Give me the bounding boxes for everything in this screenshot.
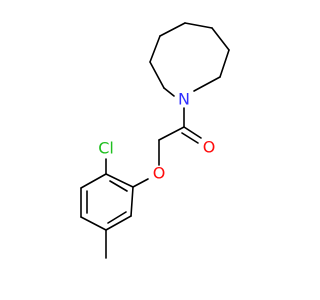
benzene-ring <box>80 173 134 231</box>
molecule-drawing: N O O Cl <box>80 22 230 259</box>
molecule-svg: N O O Cl <box>80 22 230 259</box>
bond-ring-8 <box>163 87 175 97</box>
ether-oxygen-label: O <box>153 164 166 183</box>
chlorine-atom-label: Cl <box>98 139 114 158</box>
bond-ring-4 <box>184 22 213 29</box>
bond-ring-1 <box>149 61 165 89</box>
bond-ring-2 <box>149 35 161 63</box>
nitrogen-atom-label: N <box>178 90 190 109</box>
carbonyl-double-bond <box>181 126 202 144</box>
bond-ring-3 <box>159 22 186 37</box>
bond-ring-7 <box>193 76 221 92</box>
bond-carbonyl-ch2 <box>158 126 185 141</box>
bond-ring-6 <box>219 49 230 78</box>
carbonyl-oxygen-label: O <box>203 138 216 157</box>
bond-oxygen-aryl <box>132 178 149 188</box>
bond-ring-5 <box>211 27 230 51</box>
azepane-ring <box>149 22 230 97</box>
